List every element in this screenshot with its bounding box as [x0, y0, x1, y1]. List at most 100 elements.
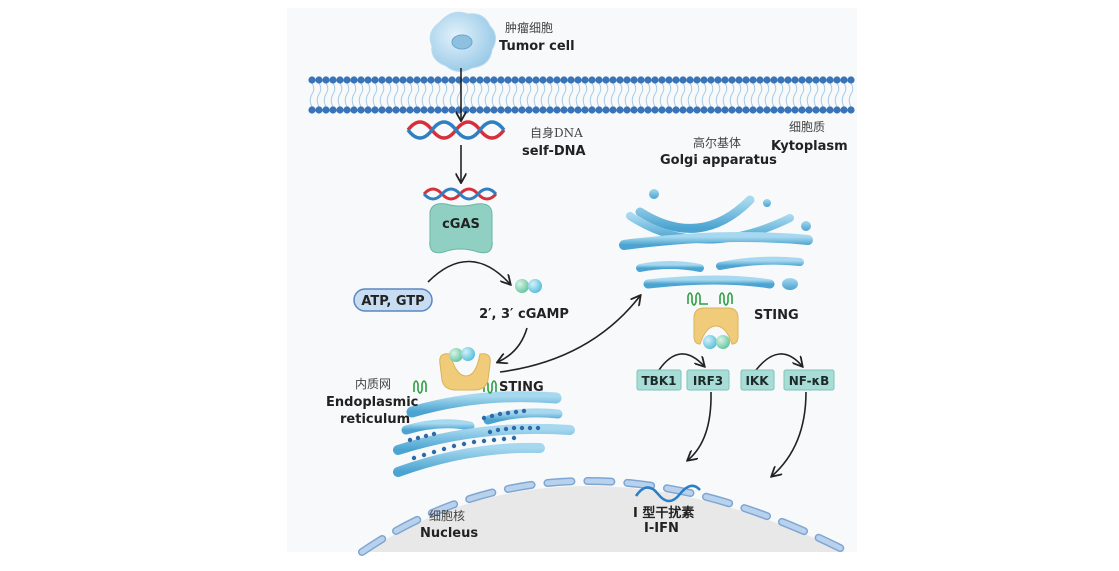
ribosome-dot — [441, 446, 447, 452]
membrane-head-outer — [350, 76, 358, 84]
membrane-head-inner — [385, 106, 393, 114]
membrane-head-inner — [840, 106, 848, 114]
membrane-head-outer — [322, 76, 330, 84]
membrane-head-inner — [644, 106, 652, 114]
membrane-head-outer — [721, 76, 729, 84]
nuclear-envelope-inner — [359, 478, 851, 555]
membrane-head-inner — [588, 106, 596, 114]
membrane-head-outer — [763, 76, 771, 84]
membrane-head-inner — [483, 106, 491, 114]
membrane-head-outer — [539, 76, 547, 84]
membrane-head-inner — [833, 106, 841, 114]
membrane-head-inner — [581, 106, 589, 114]
ribosome-dot — [489, 413, 495, 419]
membrane-head-outer — [518, 76, 526, 84]
membrane-head-outer — [644, 76, 652, 84]
membrane-head-inner — [567, 106, 575, 114]
ribosome-dot — [521, 408, 527, 414]
membrane-head-outer — [483, 76, 491, 84]
tumor-cell-nucleus — [451, 34, 473, 50]
er-label-cn: 内质网 — [355, 377, 391, 391]
membrane-head-inner — [721, 106, 729, 114]
cgamp-label: 2′, 3′ cGAMP — [479, 307, 569, 322]
membrane-head-inner — [490, 106, 498, 114]
svg-text:IKK: IKK — [745, 374, 769, 388]
membrane-head-inner — [399, 106, 407, 114]
membrane-head-outer — [630, 76, 638, 84]
golgi-apparatus — [619, 189, 813, 290]
nucleus-label-cn: 细胞核 — [429, 509, 465, 523]
ribosome-dot — [511, 425, 517, 431]
membrane-head-inner — [448, 106, 456, 114]
membrane-head-outer — [686, 76, 694, 84]
membrane-head-outer — [476, 76, 484, 84]
arrow-nfkb-to-nucleus — [772, 391, 807, 476]
membrane-head-outer — [511, 76, 519, 84]
membrane-head-outer — [805, 76, 813, 84]
membrane-head-inner — [553, 106, 561, 114]
membrane-head-inner — [616, 106, 624, 114]
membrane-head-outer — [308, 76, 316, 84]
ribosome-dot — [527, 425, 533, 431]
cytoplasm-label-en: Kytoplasm — [771, 139, 848, 154]
membrane-head-outer — [434, 76, 442, 84]
membrane-head-inner — [602, 106, 610, 114]
membrane-head-inner — [546, 106, 554, 114]
membrane-head-inner — [756, 106, 764, 114]
tumor-cell — [429, 11, 496, 72]
membrane-head-inner — [378, 106, 386, 114]
membrane-head-outer — [609, 76, 617, 84]
self-dna-label-cn: 自身DNA — [530, 125, 583, 140]
membrane-head-outer — [560, 76, 568, 84]
membrane-head-inner — [679, 106, 687, 114]
membrane-head-outer — [448, 76, 456, 84]
cgas-dna-helix — [422, 187, 498, 201]
membrane-head-outer — [567, 76, 575, 84]
membrane-head-inner — [469, 106, 477, 114]
membrane-head-outer — [693, 76, 701, 84]
ribosome-dot — [451, 443, 457, 449]
membrane-head-outer — [385, 76, 393, 84]
membrane-head-inner — [609, 106, 617, 114]
membrane-head-outer — [735, 76, 743, 84]
protein-badge-tbk1: TBK1 — [636, 369, 682, 391]
membrane-head-inner — [518, 106, 526, 114]
membrane-head-inner — [406, 106, 414, 114]
membrane-head-inner — [427, 106, 435, 114]
membrane-head-outer — [378, 76, 386, 84]
membrane-head-outer — [406, 76, 414, 84]
nucleus-body — [365, 486, 845, 552]
membrane-head-inner — [336, 106, 344, 114]
membrane-head-outer — [826, 76, 834, 84]
membrane-head-inner — [791, 106, 799, 114]
membrane-head-inner — [728, 106, 736, 114]
atp-gtp-label: ATP, GTP — [361, 294, 424, 309]
membrane-head-outer — [833, 76, 841, 84]
self-dna-helix — [406, 120, 506, 140]
cytoplasm-label-cn: 细胞质 — [789, 120, 825, 134]
membrane-head-inner — [322, 106, 330, 114]
membrane-head-outer — [588, 76, 596, 84]
ribosome-dot — [481, 415, 487, 421]
membrane-head-inner — [343, 106, 351, 114]
cgas-label: cGAS — [442, 217, 480, 232]
membrane-head-outer — [770, 76, 778, 84]
membrane-head-outer — [357, 76, 365, 84]
arrow-irf3-to-nucleus — [688, 391, 712, 460]
membrane-head-inner — [819, 106, 827, 114]
svg-text:NF-κB: NF-κB — [789, 374, 830, 388]
ribosome-dot — [461, 441, 467, 447]
membrane-head-inner — [560, 106, 568, 114]
membrane-head-outer — [371, 76, 379, 84]
membrane-head-inner — [532, 106, 540, 114]
sting-er — [413, 347, 497, 394]
membrane-head-outer — [840, 76, 848, 84]
membrane-head-outer — [756, 76, 764, 84]
membrane-head-outer — [672, 76, 680, 84]
sting-golgi — [687, 292, 739, 349]
arrow-cgamp-to-sting — [498, 327, 528, 362]
ribosome-dot — [495, 427, 501, 433]
membrane-head-outer — [490, 76, 498, 84]
ifn-label-en: I-IFN — [644, 521, 679, 536]
